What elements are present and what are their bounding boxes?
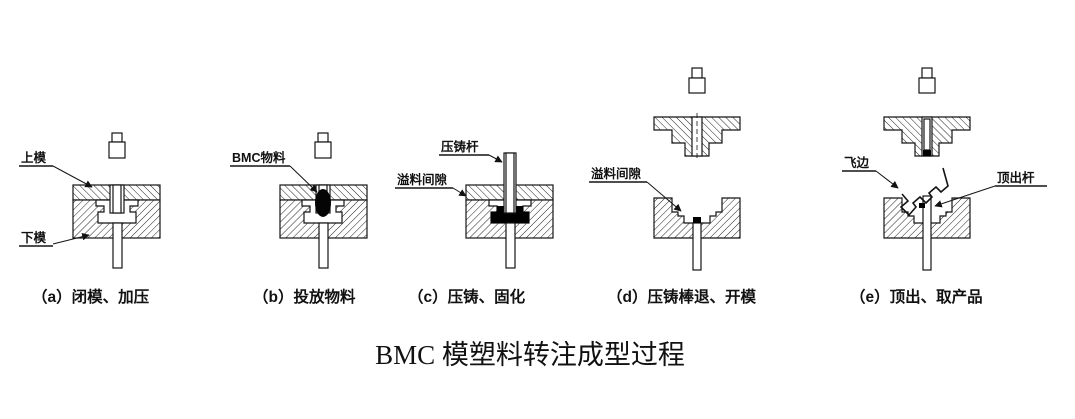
lower-mold-open [653,197,741,239]
callout-lower-mold: 下模 [21,230,47,245]
ejector-rod [318,222,329,269]
captions: （a）闭模、加压 （b）投放物料 （c）压铸、固化 （d）压铸棒退、开模 （e）… [32,287,983,306]
callouts: 上模 下模 BMC物料 压铸杆 溢料间隙 溢料间隙 飞边 顶出杆 [19,139,1047,247]
product-gate-mark [919,203,925,208]
callout-overflow-gap: 溢料间隙 [397,172,448,187]
station-c [465,152,554,269]
leader-line [646,181,682,212]
callout-bmc-material: BMC物料 [232,150,286,165]
bmc-material-blob [315,189,331,217]
plunger-icon [108,132,126,159]
callout-upper-mold: 上模 [21,150,47,165]
caption-e: （e）顶出、取产品 [850,287,983,306]
leader-line [289,165,318,193]
sprue-remnant [923,150,931,156]
ejected-product-with-flash [899,167,949,217]
ejector-rod [505,222,516,269]
molded-part-remnant [693,217,701,223]
station-d [653,67,741,271]
leader-line [52,165,93,188]
station-b [279,132,368,269]
station-e [883,67,971,271]
plunger-icon [314,132,332,159]
station-a [72,132,161,269]
plunger-icon [688,67,706,94]
compressed-material [491,206,529,223]
leader-line [875,170,899,189]
caption-d: （d）压铸棒退、开模 [607,287,756,306]
leader-line [488,154,503,163]
callout-press-rod: 压铸杆 [441,139,479,154]
callout-overflow-gap: 溢料间隙 [591,166,642,181]
caption-b: （b）投放物料 [253,287,356,306]
callout-ejector-rod: 顶出杆 [997,170,1035,185]
figure-title: BMC 模塑料转注成型过程 [375,340,685,370]
ejector-rod [112,222,123,269]
ejector-rod [692,222,702,271]
caption-c: （c）压铸、固化 [408,287,526,306]
ejector-rod-raised [922,195,932,271]
callout-flash: 飞边 [844,155,870,170]
leader-line [934,185,996,208]
leader-line [52,232,90,245]
caption-a: （a）闭模、加压 [32,287,150,306]
plunger-icon [918,67,936,94]
leader-line [452,187,467,197]
